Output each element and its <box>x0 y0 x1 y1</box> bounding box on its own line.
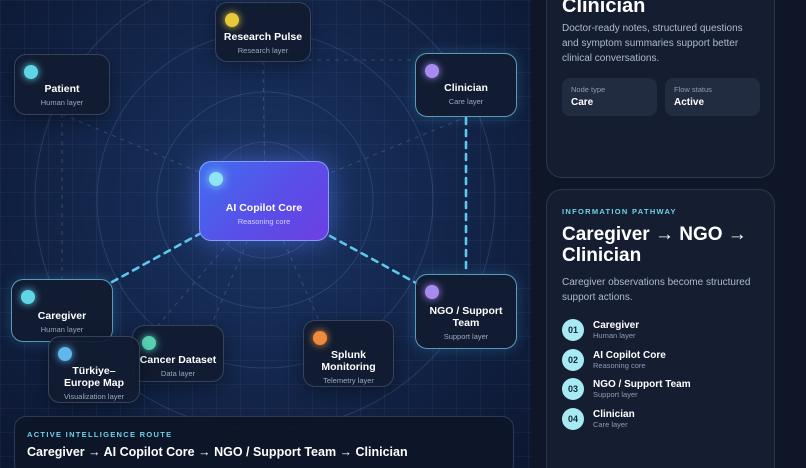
route-eyebrow: ACTIVE INTELLIGENCE ROUTE <box>27 430 173 439</box>
node-layer: Visualization layer <box>63 392 125 401</box>
pathway-step[interactable]: 04 Clinician Care layer <box>562 407 759 430</box>
step-layer: Support layer <box>593 390 638 399</box>
step-number-badge: 04 <box>562 407 584 430</box>
active-route-panel: ACTIVE INTELLIGENCE ROUTE Caregiver → AI… <box>14 416 514 468</box>
node-layer: Reasoning core <box>237 217 291 226</box>
node-name: Caregiver <box>37 310 87 322</box>
pathway-eyebrow: INFORMATION PATHWAY <box>562 207 677 216</box>
node-layer: Data layer <box>160 369 196 378</box>
node-status-dot-icon <box>21 290 35 304</box>
pathway-step[interactable]: 02 AI Copilot Core Reasoning core <box>562 348 759 371</box>
pathway-description: Caregiver observations become structured… <box>562 277 751 303</box>
pathway-steps: 01 Caregiver Human layer 02 AI Copilot C… <box>562 319 759 430</box>
node-type-stat: Node type Care <box>562 78 657 116</box>
step-layer: Reasoning core <box>593 360 646 370</box>
node-splunk-monitoring[interactable]: Splunk Monitoring Telemetry layer <box>303 320 394 387</box>
step-layer: Care layer <box>593 419 628 429</box>
node-layer: Research layer <box>237 46 289 55</box>
node-turkiye-europe-map[interactable]: Türkiye–Europe Map Visualization layer <box>48 336 140 403</box>
detail-title: Clinician <box>562 0 646 17</box>
node-status-dot-icon <box>58 347 72 361</box>
information-pathway-card: INFORMATION PATHWAY Caregiver → NGO → Cl… <box>546 189 775 468</box>
pathway-heading: Caregiver → NGO → Clinician <box>562 224 747 266</box>
node-name: Research Pulse <box>223 31 303 43</box>
flow-status-stat: Flow status Active <box>665 78 760 116</box>
detail-description: Doctor-ready notes, structured questions… <box>562 23 743 64</box>
stat-label: Flow status <box>674 85 712 94</box>
node-layer: Telemetry layer <box>323 376 374 385</box>
step-number-badge: 03 <box>562 378 584 400</box>
step-name: Clinician <box>593 408 635 420</box>
step-number-badge: 01 <box>562 319 584 341</box>
step-layer: Human layer <box>593 331 636 340</box>
step-name: Caregiver <box>593 320 640 331</box>
stat-value: Active <box>674 97 705 108</box>
node-status-dot-icon <box>313 331 327 345</box>
node-caregiver[interactable]: Caregiver Human layer <box>11 279 113 342</box>
node-ai-copilot-core[interactable]: AI Copilot Core Reasoning core <box>199 161 329 241</box>
step-name: NGO / Support Team <box>593 379 691 390</box>
node-name: AI Copilot Core <box>225 202 303 214</box>
node-cancer-dataset[interactable]: Cancer Dataset Data layer <box>132 325 224 382</box>
node-status-dot-icon <box>142 336 156 350</box>
node-patient[interactable]: Patient Human layer <box>14 54 110 115</box>
node-detail-card: Clinician Doctor-ready notes, structured… <box>546 0 775 178</box>
network-canvas: Research Pulse Research layer Patient Hu… <box>0 0 531 468</box>
step-name: AI Copilot Core <box>593 349 666 361</box>
step-number-badge: 02 <box>562 348 584 371</box>
node-status-dot-icon <box>425 285 439 299</box>
node-name: Patient <box>44 83 80 95</box>
node-ngo-support-team[interactable]: NGO / Support Team Support layer <box>415 274 517 349</box>
node-layer: Care layer <box>448 97 484 106</box>
node-status-dot-icon <box>24 65 38 79</box>
node-research-pulse[interactable]: Research Pulse Research layer <box>215 2 311 62</box>
route-path: Caregiver → AI Copilot Core → NGO / Supp… <box>27 445 408 459</box>
node-status-dot-icon <box>209 172 223 186</box>
node-status-dot-icon <box>225 13 239 27</box>
node-status-dot-icon <box>425 64 439 78</box>
node-name: Cancer Dataset <box>139 354 217 366</box>
pathway-step[interactable]: 03 NGO / Support Team Support layer <box>562 378 759 400</box>
node-layer: Support layer <box>443 332 489 341</box>
stat-label: Node type <box>571 85 606 94</box>
node-layer: Human layer <box>40 325 84 334</box>
node-name: NGO / Support Team <box>429 305 503 329</box>
detail-sidebar: Clinician Doctor-ready notes, structured… <box>531 0 806 468</box>
node-name: Clinician <box>444 82 488 94</box>
node-name: Splunk Monitoring <box>321 349 376 373</box>
node-name: Türkiye–Europe Map <box>63 365 125 389</box>
stat-value: Care <box>571 97 594 108</box>
node-layer: Human layer <box>40 98 84 107</box>
pathway-step[interactable]: 01 Caregiver Human layer <box>562 319 759 341</box>
node-clinician[interactable]: Clinician Care layer <box>415 53 517 117</box>
